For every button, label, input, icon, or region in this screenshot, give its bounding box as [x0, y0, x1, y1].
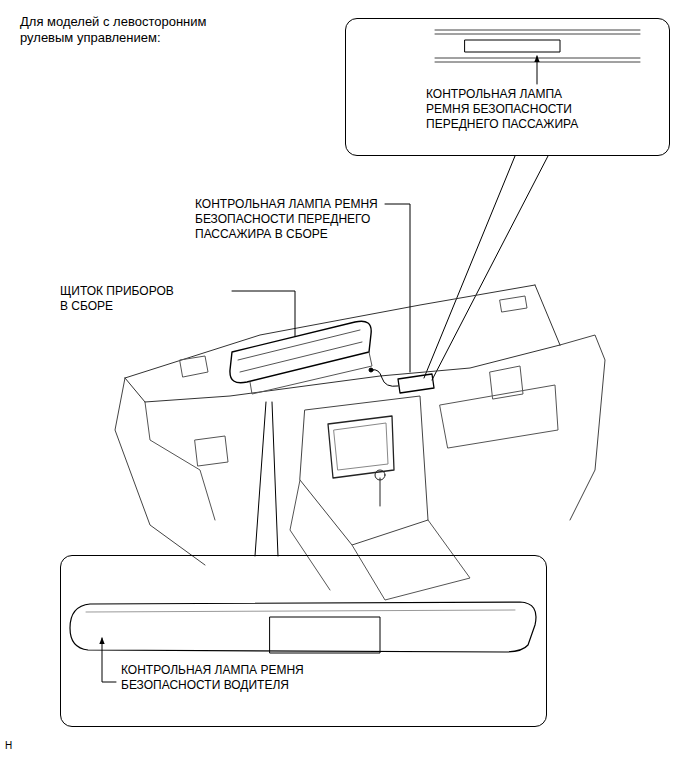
center-stack: [300, 396, 428, 545]
cluster-outline: [70, 602, 536, 652]
callout-text: КОНТРОЛЬНАЯ ЛАМПА РЕМНЯ БЕЗОПАСНОСТИ ВОД…: [121, 663, 316, 693]
right-door: [560, 335, 605, 520]
pointer-arrow: [537, 56, 538, 84]
display-window: [270, 617, 380, 653]
callout-box: КОНТРОЛЬНАЯ ЛАМПА РЕМНЯ БЕЗОПАСНОСТИ ВОД…: [60, 555, 547, 727]
zoom-line: [432, 156, 548, 380]
vent: [195, 436, 228, 466]
leader-line: [385, 204, 410, 372]
zoom-line: [272, 402, 278, 556]
display: [328, 416, 394, 478]
part-name: ЩИТОК ПРИБОРОВ В СБОРЕ: [60, 284, 185, 314]
vent: [180, 356, 208, 377]
defroster: [500, 296, 527, 312]
lamp-wire: [372, 370, 398, 387]
console: [352, 520, 470, 600]
vent: [490, 366, 523, 399]
figure-code: H: [5, 738, 25, 753]
callout-text: КОНТРОЛЬНАЯ ЛАМПА РЕМНЯ БЕЗОПАСНОСТИ ПЕР…: [426, 87, 601, 132]
passenger-lamp: [398, 374, 434, 393]
zoom-line: [424, 156, 515, 378]
shift-lever: [380, 478, 381, 506]
dash-top-edge: [125, 285, 535, 378]
left-door: [115, 378, 205, 565]
lamp-window: [465, 40, 560, 52]
pointer-arrow: [102, 638, 116, 682]
callout-box: КОНТРОЛЬНАЯ ЛАМПА РЕМНЯ БЕЗОПАСНОСТИ ПЕР…: [345, 18, 670, 156]
instrument-cluster: [230, 321, 371, 383]
dash-front-edge: [145, 345, 560, 402]
part-name: КОНТРОЛЬНАЯ ЛАМПА РЕМНЯ БЕЗОПАСНОСТИ ПЕР…: [195, 197, 380, 242]
glovebox: [440, 385, 558, 448]
heading: Для моделей с левосторонним рулевым упра…: [20, 14, 220, 46]
leader-line: [232, 291, 295, 336]
zoom-line: [255, 402, 266, 556]
